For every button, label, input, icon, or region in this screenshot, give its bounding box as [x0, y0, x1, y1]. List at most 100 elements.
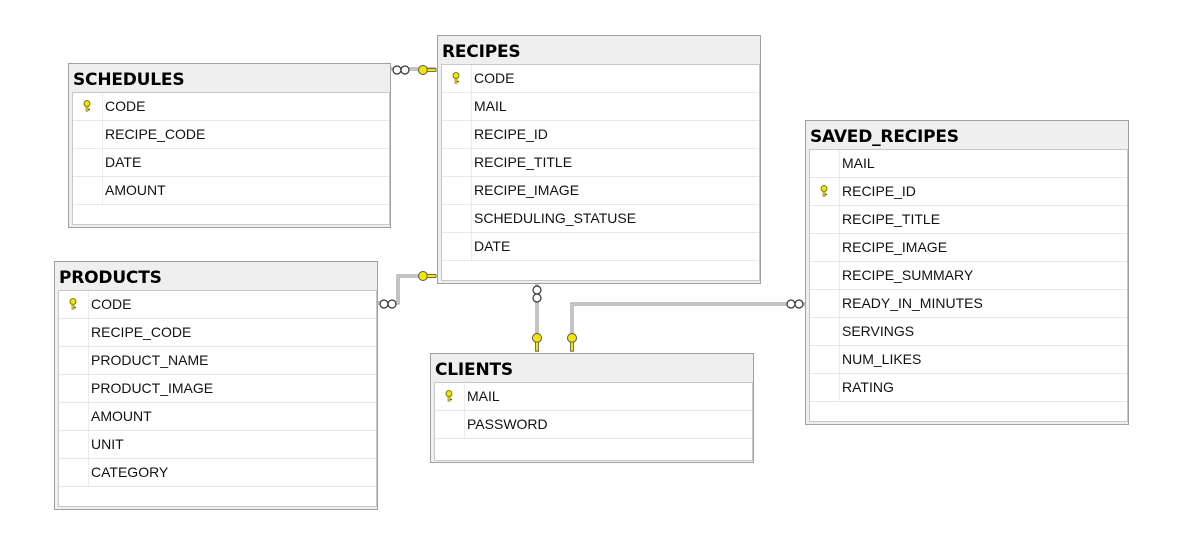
column-name: RECIPE_IMAGE: [842, 239, 948, 255]
column-name: PRODUCT_NAME: [91, 352, 209, 368]
column-row[interactable]: UNIT: [59, 431, 376, 459]
row-gutter: [810, 206, 840, 233]
table-clients[interactable]: CLIENTS MAIL PASSWORD: [430, 353, 754, 463]
primary-key-icon: [820, 185, 828, 197]
row-gutter: [59, 431, 89, 458]
column-name: CATEGORY: [91, 464, 169, 480]
column-name: AMOUNT: [105, 182, 166, 198]
column-name: MAIL: [467, 388, 500, 404]
column-row[interactable]: RECIPE_TITLE: [810, 206, 1127, 234]
row-gutter: [810, 178, 840, 205]
table-title: PRODUCTS: [59, 268, 162, 288]
row-gutter: [442, 121, 472, 148]
column-row[interactable]: RECIPE_IMAGE: [810, 234, 1127, 262]
column-row[interactable]: CODE: [73, 93, 389, 121]
row-gutter: [435, 383, 465, 410]
column-row[interactable]: READY_IN_MINUTES: [810, 290, 1127, 318]
column-name: CODE: [474, 70, 515, 86]
table-products[interactable]: PRODUCTS CODE RECIPE_CODE PRODUCT_NAME PROD…: [54, 261, 378, 510]
column-row[interactable]: AMOUNT: [59, 403, 376, 431]
column-row[interactable]: MAIL: [435, 383, 752, 411]
row-gutter: [442, 233, 472, 260]
column-name: RECIPE_ID: [842, 183, 916, 199]
relationship-products-recipes[interactable]: [378, 271, 437, 309]
column-name: PASSWORD: [467, 416, 548, 432]
relationship-schedules-recipes[interactable]: [391, 65, 437, 75]
row-gutter: [442, 149, 472, 176]
column-list: MAIL RECIPE_ID RECIPE_TITLE RECIPE_IMAGE REC…: [809, 149, 1128, 422]
column-row[interactable]: SERVINGS: [810, 318, 1127, 346]
many-end-icon: [794, 299, 804, 309]
column-row[interactable]: PASSWORD: [435, 411, 752, 439]
column-name: RECIPE_TITLE: [474, 154, 573, 170]
row-gutter: [59, 403, 89, 430]
column-name: RECIPE_ID: [474, 126, 548, 142]
column-row[interactable]: PRODUCT_IMAGE: [59, 375, 376, 403]
column-row[interactable]: NUM_LIKES: [810, 346, 1127, 374]
column-row[interactable]: DATE: [442, 233, 759, 261]
many-end-icon: [532, 285, 542, 295]
relationship-saved-recipes-clients[interactable]: [567, 299, 806, 352]
column-row[interactable]: RECIPE_CODE: [59, 319, 376, 347]
column-row[interactable]: AMOUNT: [73, 177, 389, 205]
row-gutter: [59, 291, 89, 318]
table-recipes[interactable]: RECIPES CODE MAIL RECIPE_ID RECIPE_TITLE REC…: [437, 35, 761, 284]
row-gutter: [59, 375, 89, 402]
table-saved-recipes[interactable]: SAVED_RECIPES MAIL RECIPE_ID RECIPE_TITLE R…: [805, 120, 1129, 425]
column-row[interactable]: RECIPE_TITLE: [442, 149, 759, 177]
row-gutter: [59, 347, 89, 374]
row-gutter: [810, 318, 840, 345]
column-row[interactable]: RECIPE_CODE: [73, 121, 389, 149]
column-name: MAIL: [842, 155, 875, 171]
column-row[interactable]: CODE: [59, 291, 376, 319]
one-end-key-icon: [532, 333, 542, 352]
primary-key-icon: [452, 72, 460, 84]
column-name: CODE: [91, 296, 132, 312]
column-row[interactable]: SCHEDULING_STATUSE: [442, 205, 759, 233]
column-row[interactable]: RECIPE_SUMMARY: [810, 262, 1127, 290]
column-name: RECIPE_TITLE: [842, 211, 941, 227]
column-row[interactable]: CODE: [442, 65, 759, 93]
column-list: MAIL PASSWORD: [434, 382, 753, 461]
many-end-icon: [387, 299, 397, 309]
row-gutter: [810, 262, 840, 289]
column-name: PRODUCT_IMAGE: [91, 380, 214, 396]
many-end-icon: [392, 65, 402, 75]
column-row[interactable]: RECIPE_ID: [442, 121, 759, 149]
row-gutter: [73, 177, 103, 204]
column-row[interactable]: PRODUCT_NAME: [59, 347, 376, 375]
column-row[interactable]: RECIPE_IMAGE: [442, 177, 759, 205]
one-end-key-icon: [567, 333, 577, 352]
many-end-icon: [532, 293, 542, 303]
column-list: CODE RECIPE_CODE PRODUCT_NAME PRODUCT_IMAGE…: [58, 290, 377, 507]
one-end-key-icon: [418, 271, 437, 281]
column-list: CODE MAIL RECIPE_ID RECIPE_TITLE RECIPE_IMAG…: [441, 64, 760, 281]
column-name: MAIL: [474, 98, 507, 114]
relationship-recipes-clients[interactable]: [532, 283, 542, 352]
column-row[interactable]: RATING: [810, 374, 1127, 402]
row-gutter: [73, 149, 103, 176]
table-title: RECIPES: [442, 42, 521, 62]
row-gutter: [810, 150, 840, 177]
column-name: AMOUNT: [91, 408, 152, 424]
column-name: SCHEDULING_STATUSE: [474, 210, 637, 226]
row-gutter: [810, 374, 840, 401]
column-row[interactable]: MAIL: [442, 93, 759, 121]
column-name: RATING: [842, 379, 894, 395]
column-row[interactable]: RECIPE_ID: [810, 178, 1127, 206]
many-end-icon: [786, 299, 796, 309]
one-end-key-icon: [418, 65, 437, 75]
column-name: UNIT: [91, 436, 124, 452]
row-gutter: [442, 93, 472, 120]
column-row[interactable]: DATE: [73, 149, 389, 177]
column-row[interactable]: MAIL: [810, 150, 1127, 178]
table-title: SAVED_RECIPES: [810, 127, 959, 147]
table-title: SCHEDULES: [73, 70, 185, 90]
column-row[interactable]: CATEGORY: [59, 459, 376, 487]
row-gutter: [59, 319, 89, 346]
row-gutter: [810, 290, 840, 317]
primary-key-icon: [69, 298, 77, 310]
table-title: CLIENTS: [435, 360, 513, 380]
